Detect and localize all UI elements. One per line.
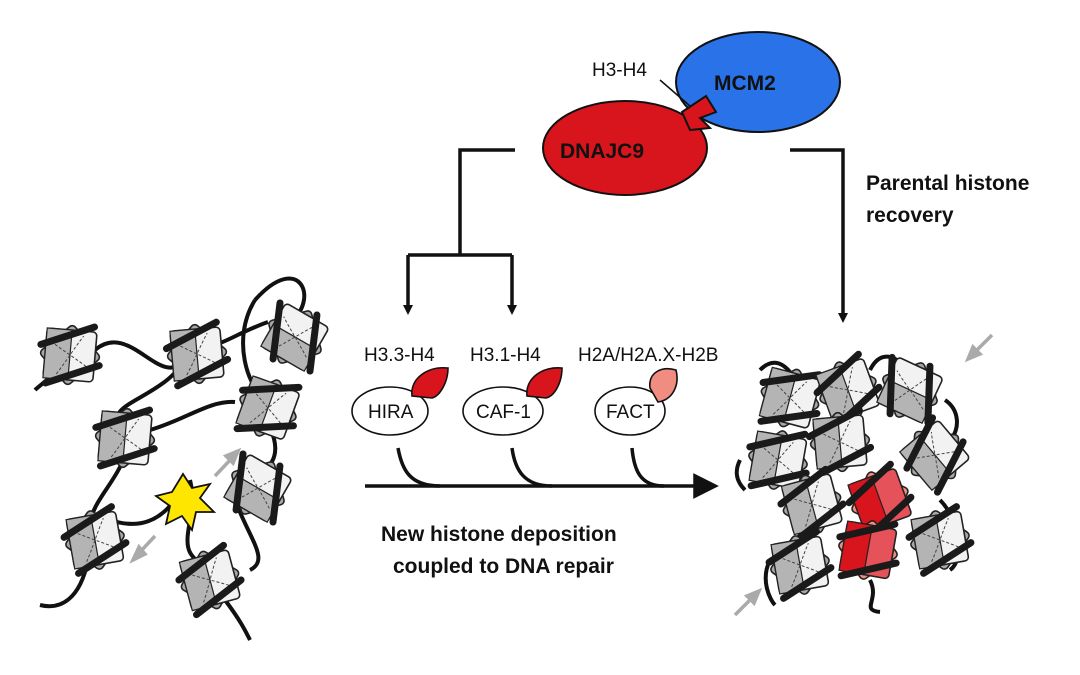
gray-arrow-icon	[129, 447, 242, 564]
h3-h4-dimer-icon	[680, 94, 718, 132]
h3-h4-label: H3-H4	[592, 60, 647, 81]
mcm2-label: MCM2	[714, 72, 776, 95]
gray-arrow-icon	[733, 333, 994, 617]
hira-cargo-label: H3.3-H4	[364, 345, 435, 366]
fact-cargo-icon	[649, 368, 678, 403]
nucleosome-icon	[252, 294, 337, 379]
nucleosome-icon	[163, 320, 230, 387]
parental-label-line1: Parental histone	[866, 172, 1029, 195]
caf1-chaperone: CAF-1	[462, 367, 563, 436]
yellow-star-icon	[153, 472, 217, 533]
nucleosome-icon	[36, 321, 103, 388]
caf1-cargo-label: H3.1-H4	[470, 345, 541, 366]
pathway-arrows	[403, 148, 848, 323]
relaxed-chromatin	[35, 276, 338, 641]
new-nucleosome-icon	[832, 514, 904, 586]
caf1-cargo-icon	[526, 367, 563, 399]
parental-label-line2: recovery	[866, 204, 954, 227]
hira-cargo-icon	[411, 367, 449, 399]
nucleosome-icon	[172, 542, 248, 618]
dnajc9-protein	[542, 100, 708, 196]
hira-chaperone: HIRA	[351, 367, 449, 436]
nucleosome-icon	[228, 368, 308, 448]
parental-branch-line	[790, 148, 848, 323]
dnajc9-label: DNAJC9	[560, 140, 644, 163]
nucleosome-icon	[59, 504, 131, 576]
deposition-arrow	[365, 447, 719, 499]
deposition-label-line1: New histone deposition	[381, 523, 617, 546]
fact-label: FACT	[606, 402, 655, 423]
nucleosome-icon	[904, 504, 976, 576]
deposition-label-line2: coupled to DNA repair	[393, 555, 614, 578]
nucleosome-icon	[764, 529, 836, 601]
nucleosome-icon	[91, 404, 158, 471]
hira-label: HIRA	[368, 402, 414, 423]
caf1-label: CAF-1	[476, 402, 531, 423]
mcm2-protein	[675, 31, 841, 133]
histone-complex: H3-H4 MCM2 DNAJC9	[542, 31, 841, 196]
fact-cargo-label: H2A/H2A.X-H2B	[578, 345, 718, 366]
fact-chaperone: FACT	[594, 368, 678, 436]
left-branch-line	[458, 148, 515, 255]
compacted-chromatin	[733, 333, 994, 617]
h3-h4-pointer	[659, 79, 691, 107]
nucleosome-icon	[806, 408, 873, 475]
nucleosome-icon	[891, 411, 979, 499]
